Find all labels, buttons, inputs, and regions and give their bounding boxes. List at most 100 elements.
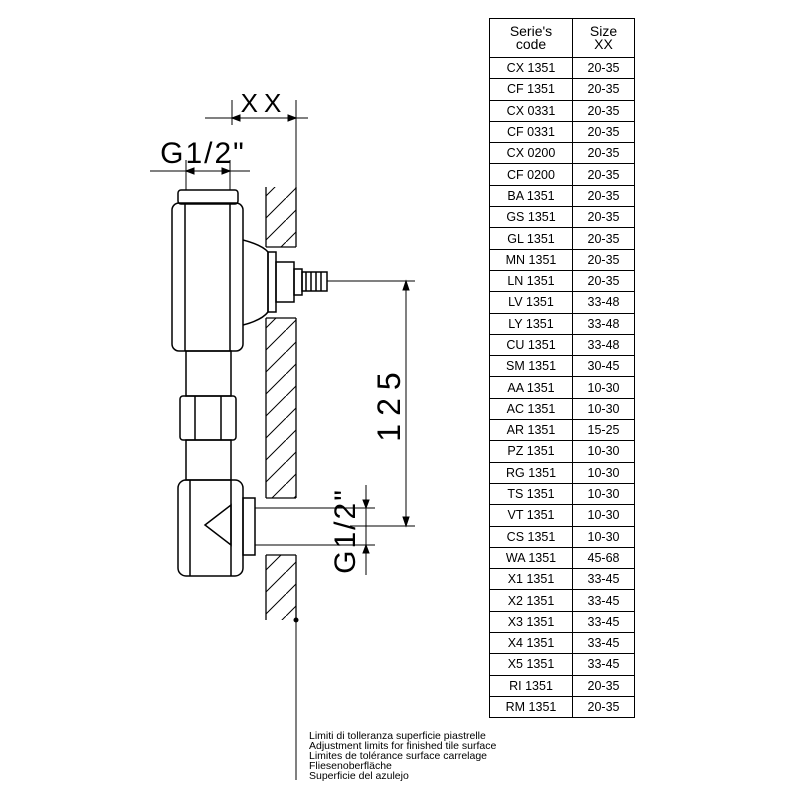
dimension-xx-label: XX: [241, 88, 288, 118]
note-line-it: Limiti di tolleranza superficie piastrel…: [309, 730, 486, 742]
table-header-row: Serie's code Size XX: [489, 18, 635, 58]
connection-pipe: [179, 350, 237, 481]
dimension-top-thread-label: G1/2": [160, 137, 246, 170]
note-line-de: Fliesenoberfläche: [309, 760, 392, 772]
size-cell: 33-45: [572, 568, 635, 591]
size-cell: 45-68: [572, 546, 635, 570]
size-cell: 10-30: [572, 461, 635, 484]
size-cell: 20-35: [572, 674, 635, 697]
series-code-cell: CX 0200: [489, 142, 573, 165]
dimension-height: [327, 279, 415, 528]
size-cell: 33-45: [572, 653, 635, 676]
size-cell: 20-35: [572, 142, 635, 165]
series-code-cell: CF 1351: [489, 78, 573, 101]
size-cell: 33-48: [572, 312, 635, 335]
size-cell: 15-25: [572, 419, 635, 442]
header-series-code: Serie's code: [489, 18, 573, 58]
note-line-fr: Limites de tolérance surface carrelage: [309, 750, 487, 762]
series-code-cell: X3 1351: [489, 610, 573, 634]
size-cell: 33-48: [572, 291, 635, 314]
series-code-cell: CX 0331: [489, 99, 573, 122]
size-cell: 10-30: [572, 504, 635, 527]
series-code-cell: SM 1351: [489, 355, 573, 378]
tile-surface-leader: [293, 617, 299, 780]
size-cell: 20-35: [572, 56, 635, 80]
header-size: Size XX: [572, 18, 635, 58]
size-cell: 20-35: [572, 227, 635, 250]
size-cell: 10-30: [572, 440, 635, 463]
series-code-cell: LY 1351: [489, 312, 573, 335]
note-line-en: Adjustment limits for finished tile surf…: [309, 740, 496, 752]
series-code-cell: RI 1351: [489, 674, 573, 697]
series-code-cell: CF 0200: [489, 163, 573, 186]
series-code-cell: PZ 1351: [489, 440, 573, 463]
size-cell: 20-35: [572, 99, 635, 122]
dimension-top-thread: [150, 160, 250, 190]
series-code-cell: CS 1351: [489, 525, 573, 548]
series-code-cell: AC 1351: [489, 397, 573, 421]
dimension-height-label: 125: [371, 364, 407, 441]
series-code-cell: X2 1351: [489, 589, 573, 612]
lower-tee-fitting: [177, 479, 256, 577]
size-cell: 10-30: [572, 525, 635, 548]
valve-body: [171, 189, 328, 352]
series-code-cell: CU 1351: [489, 333, 573, 357]
series-code-cell: MN 1351: [489, 248, 573, 271]
size-cell: 33-45: [572, 610, 635, 634]
series-code-cell: LN 1351: [489, 269, 573, 293]
size-cell: 20-35: [572, 269, 635, 293]
series-code-cell: AA 1351: [489, 376, 573, 399]
series-code-cell: RM 1351: [489, 695, 573, 719]
series-code-cell: AR 1351: [489, 419, 573, 442]
size-cell: 20-35: [572, 78, 635, 101]
wall-section: [265, 187, 297, 620]
series-code-cell: GL 1351: [489, 227, 573, 250]
size-cell: 20-35: [572, 184, 635, 208]
series-code-cell: VT 1351: [489, 504, 573, 527]
size-cell: 20-35: [572, 120, 635, 144]
series-code-cell: X1 1351: [489, 568, 573, 591]
size-cell: 20-35: [572, 248, 635, 271]
size-cell: 20-35: [572, 695, 635, 719]
series-code-cell: RG 1351: [489, 461, 573, 484]
tile-tolerance-note: Limiti di tolleranza superficie piastrel…: [309, 730, 496, 782]
size-cell: 20-35: [572, 163, 635, 186]
dimension-side-thread: [255, 485, 375, 575]
size-cell: 20-35: [572, 206, 635, 229]
size-cell: 10-30: [572, 482, 635, 506]
dimension-side-thread-label: G1/2": [329, 488, 362, 574]
series-code-cell: GS 1351: [489, 206, 573, 229]
series-code-cell: CF 0331: [489, 120, 573, 144]
series-code-cell: TS 1351: [489, 482, 573, 506]
